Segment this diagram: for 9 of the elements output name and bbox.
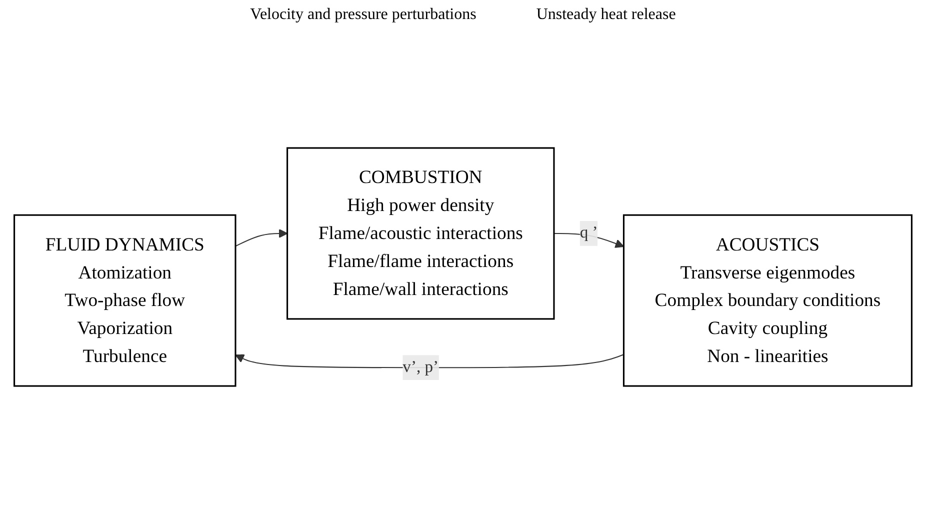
- node-box: FLUID DYNAMICS Atomization Two-phase flow Vaporization Turbulence: [14, 214, 236, 387]
- edge-label: v’, p’: [402, 358, 439, 376]
- note-text: Unsteady heat release: [536, 6, 676, 24]
- node-box: COMBUSTION High power density Flame/acoustic interactions Flame/flame interactions Flame/wall interactions: [286, 147, 555, 320]
- note-text: Velocity and pressure perturbations: [250, 6, 476, 24]
- arrow: [235, 228, 288, 247]
- arrow: [235, 354, 624, 368]
- node-box: ACOUSTICS Transverse eigenmodes Complex boundary conditions Cavity coupling Non - linearities: [622, 214, 912, 387]
- edge-label: q ’: [580, 224, 598, 242]
